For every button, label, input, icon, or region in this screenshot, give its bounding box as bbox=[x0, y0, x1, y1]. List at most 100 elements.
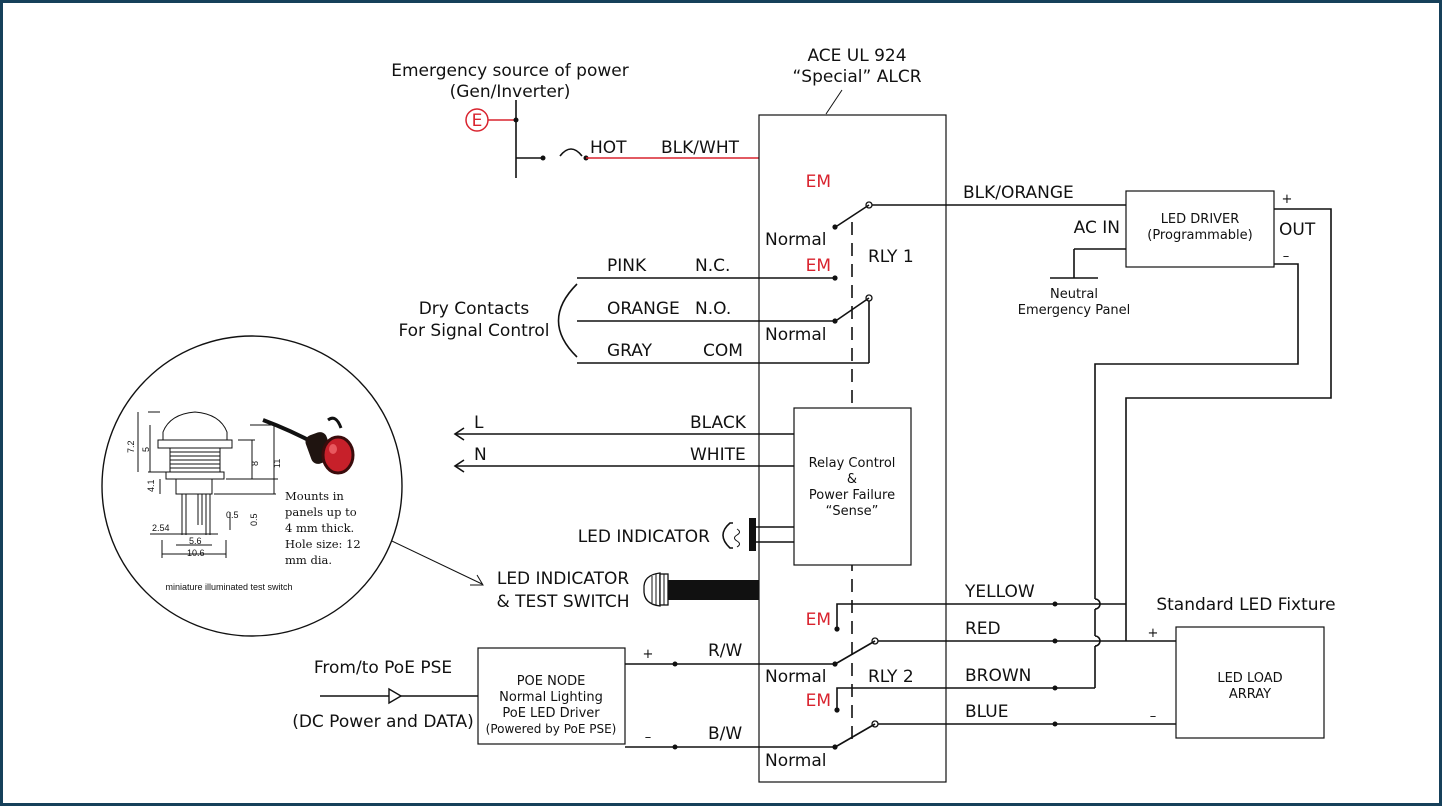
led-driver-line2: (Programmable) bbox=[1147, 228, 1253, 243]
led-indicator-label: LED INDICATOR bbox=[578, 527, 710, 547]
alcr-title-line1: ACE UL 924 bbox=[807, 46, 906, 66]
dim-0-5b: 0.5 bbox=[249, 513, 259, 526]
dim-7-2: 7.2 bbox=[126, 440, 136, 453]
fixture-line1: LED LOAD bbox=[1217, 671, 1282, 686]
source-title-line2: (Gen/Inverter) bbox=[450, 82, 571, 102]
dim-2-54: 2.54 bbox=[152, 523, 170, 533]
l-label: L bbox=[474, 413, 484, 433]
inset-note-1: Mounts in bbox=[285, 489, 344, 503]
inset-note-3: 4 mm thick. bbox=[285, 521, 354, 535]
yellow-label: YELLOW bbox=[964, 582, 1035, 602]
inset-circle bbox=[101, 335, 403, 637]
poe-minus: – bbox=[645, 730, 652, 745]
poe-from-label: From/to PoE PSE bbox=[314, 658, 452, 678]
bw-label: B/W bbox=[708, 724, 742, 744]
driver-positive-wire bbox=[1125, 208, 1332, 641]
rly2-normal-upper: Normal bbox=[765, 667, 827, 687]
relay-control-box bbox=[793, 407, 912, 566]
rly2-label: RLY 2 bbox=[868, 667, 914, 687]
rly1-em-lower: EM bbox=[806, 256, 831, 276]
fixture-plus: + bbox=[1148, 626, 1159, 641]
poe-direction-arrow bbox=[388, 687, 403, 705]
rly2-normal-lower: Normal bbox=[765, 751, 827, 771]
emergency-source-letter: E bbox=[472, 111, 483, 131]
dim-11: 11 bbox=[272, 459, 282, 468]
neutral-line1: Neutral bbox=[1050, 287, 1098, 302]
dry-row1-color: PINK bbox=[607, 256, 647, 276]
relay-control-line4: “Sense” bbox=[826, 504, 879, 519]
red-label: RED bbox=[965, 619, 1001, 639]
dry-contacts-brace bbox=[557, 283, 578, 358]
black-label: BLACK bbox=[690, 413, 747, 433]
driver-plus: + bbox=[1282, 192, 1293, 207]
ac-in-label: AC IN bbox=[1074, 218, 1120, 238]
yellow-wire bbox=[836, 603, 1085, 627]
relay-control-line2: & bbox=[847, 472, 857, 487]
n-label: N bbox=[474, 445, 487, 465]
rly1-normal-lower: Normal bbox=[765, 325, 827, 345]
led-driver-line1: LED DRIVER bbox=[1161, 212, 1240, 227]
fixture-line2: ARRAY bbox=[1229, 687, 1271, 702]
rly2-switch-upper bbox=[836, 640, 876, 664]
blk-orange-label: BLK/ORANGE bbox=[963, 183, 1074, 203]
poe-node-line2: Normal Lighting bbox=[499, 690, 603, 705]
fixture-title: Standard LED Fixture bbox=[1156, 595, 1335, 615]
source-breaker bbox=[559, 148, 583, 157]
relay-control-line3: Power Failure bbox=[809, 488, 895, 503]
dim-4-1: 4.1 bbox=[146, 479, 156, 492]
driver-minus: – bbox=[1283, 249, 1290, 264]
neutral-line2: Emergency Panel bbox=[1018, 303, 1131, 318]
dry-contacts-line1: Dry Contacts bbox=[419, 299, 530, 319]
poe-node-line4: (Powered by PoE PSE) bbox=[486, 722, 617, 736]
inset-leader bbox=[374, 532, 483, 585]
poe-plus: + bbox=[643, 647, 654, 662]
brown-label: BROWN bbox=[965, 666, 1031, 686]
white-label: WHITE bbox=[690, 445, 746, 465]
alcr-leader bbox=[825, 89, 843, 115]
dim-10-6: 10.6 bbox=[187, 548, 205, 558]
n-arrow bbox=[453, 459, 465, 473]
rly1-switch-upper bbox=[836, 204, 870, 227]
fixture-minus: – bbox=[1150, 709, 1157, 724]
dry-row2-pin: N.O. bbox=[695, 299, 731, 319]
l-arrow bbox=[453, 427, 465, 441]
switch-dimension-drawing bbox=[137, 411, 355, 558]
driver-out-label: OUT bbox=[1279, 220, 1316, 240]
driver-negative-wire bbox=[1094, 263, 1299, 599]
inset-note-2: panels up to bbox=[285, 505, 357, 519]
rly1-normal-upper: Normal bbox=[765, 230, 827, 250]
blue-label: BLUE bbox=[965, 702, 1008, 722]
rly2-em-upper: EM bbox=[806, 610, 831, 630]
dim-5: 5 bbox=[141, 447, 151, 452]
inset-note-5: mm dia. bbox=[285, 553, 332, 567]
rw-label: R/W bbox=[708, 641, 743, 661]
poe-dc-label: (DC Power and DATA) bbox=[292, 712, 474, 732]
inset-caption: miniature illuminated test switch bbox=[165, 582, 292, 592]
rly2-switch-lower bbox=[836, 723, 876, 747]
dim-5-6: 5.6 bbox=[189, 536, 202, 546]
relay-control-line1: Relay Control bbox=[809, 456, 896, 471]
dim-8: 8 bbox=[250, 461, 260, 466]
led-load-array-box bbox=[1175, 626, 1325, 739]
test-switch-line2: & TEST SWITCH bbox=[496, 592, 629, 612]
hot-label: HOT bbox=[590, 138, 627, 158]
poe-node-line3: PoE LED Driver bbox=[502, 706, 600, 721]
dim-0-5a: 0.5 bbox=[226, 510, 239, 520]
rly2-em-lower: EM bbox=[806, 691, 831, 711]
test-switch-line1: LED INDICATOR bbox=[497, 569, 629, 589]
rly1-switch-lower bbox=[836, 297, 870, 321]
alcr-title-line2: “Special” ALCR bbox=[792, 67, 921, 87]
rly1-em-upper: EM bbox=[806, 172, 831, 192]
rly1-label: RLY 1 bbox=[868, 247, 914, 267]
poe-node-line1: POE NODE bbox=[517, 674, 586, 689]
test-switch-cable bbox=[668, 580, 759, 600]
dry-contacts-line2: For Signal Control bbox=[398, 321, 549, 341]
dry-row3-pin: COM bbox=[703, 341, 743, 361]
led-driver-box bbox=[1125, 190, 1275, 268]
dry-row3-color: GRAY bbox=[607, 341, 653, 361]
dry-row1-pin: N.C. bbox=[695, 256, 730, 276]
blk-wht-label: BLK/WHT bbox=[661, 138, 740, 158]
brown-wire bbox=[836, 687, 1095, 708]
led-indicator-icon bbox=[722, 522, 733, 549]
